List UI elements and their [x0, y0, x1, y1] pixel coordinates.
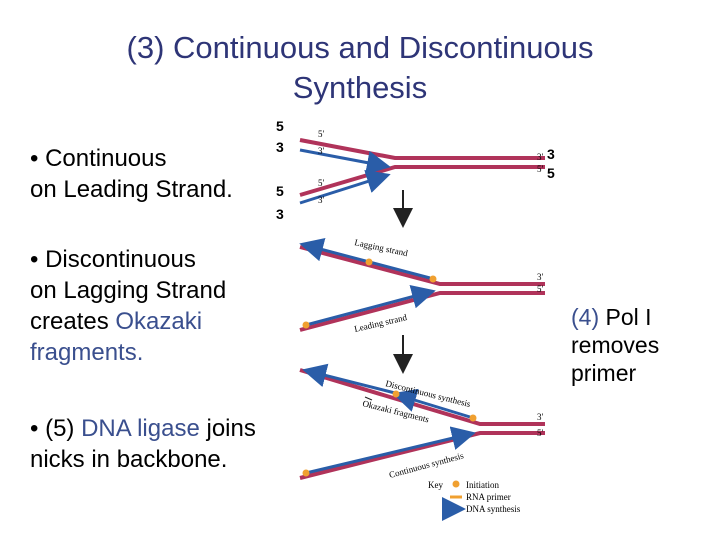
end-label-right-3: 3′ [537, 152, 544, 162]
end-label-mid-3: 3′ [537, 272, 544, 282]
key-rna-primer-label: RNA primer [466, 492, 511, 502]
dna-ligase-term: DNA ligase [81, 415, 200, 442]
end-label-top-3: 3′ [318, 146, 325, 156]
initiation-dot [452, 480, 460, 488]
parent-strand-top [299, 138, 545, 160]
key-initiation-label: Initiation [466, 480, 499, 490]
primer-lagging-2 [365, 258, 373, 266]
bullet-continuous-line-1: • Continuous [30, 145, 167, 172]
fork-panel-2: Lagging strand Leading strand 3′ 5′ [299, 237, 545, 334]
end-label-mid-5: 5′ [537, 284, 544, 294]
bullet-continuous-line-2: on Leading Strand. [30, 176, 233, 203]
end-label-bottom-5: 5′ [318, 178, 325, 188]
slide-title: (3) Continuous and Discontinuous Synthes… [0, 28, 720, 108]
bullet-discontinuous-line-2: on Lagging Strand [30, 277, 227, 304]
bullet-continuous: • Continuous on Leading Strand. [30, 143, 233, 205]
primer-leading [302, 321, 310, 329]
parent-strand-top-3 [299, 368, 545, 426]
strand-num-top-5: 5 [276, 118, 284, 134]
end-label-right-5: 5′ [537, 164, 544, 174]
new-strand-top [299, 148, 391, 175]
parent-strand-bottom-3 [299, 431, 545, 480]
parent-strand-bottom [299, 165, 545, 197]
fork-panel-1: 5′ 3′ 5′ 3′ 3′ 5′ [299, 129, 545, 205]
strand-num-top-3: 3 [276, 139, 284, 155]
primer-okazaki-1 [469, 414, 477, 422]
end-label-bottom-3: 3′ [318, 195, 325, 205]
strand-num-bottom-3: 3 [276, 206, 284, 222]
bullet-discontinuous-line-3: creates Okazaki [30, 306, 226, 337]
end-label-bottom-right-3: 3′ [537, 412, 544, 422]
title-line-2: Synthesis [292, 70, 428, 105]
key-dna-synthesis-label: DNA synthesis [466, 504, 521, 514]
title-line-1: (3) Continuous and Discontinuous [126, 30, 594, 65]
creates-text: creates [30, 308, 116, 335]
continuous-strand-line [305, 426, 476, 475]
joins-text: joins [199, 415, 256, 442]
parent-strand-top-2 [299, 245, 545, 286]
strand-num-bottom-5: 5 [276, 183, 284, 199]
okazaki-fragment-2 [302, 363, 396, 395]
bullet-ligase-line-1: • (5) DNA ligase joins [30, 413, 256, 444]
label-lagging-strand: Lagging strand [354, 237, 410, 258]
key-title: Key [428, 480, 443, 490]
primer-continuous [302, 469, 310, 477]
okazaki-fragment-1 [392, 388, 471, 419]
leading-strand-line [305, 285, 436, 327]
step-4-label: (4) [571, 304, 606, 330]
new-strand-bottom [299, 170, 391, 205]
okazaki-pointer [364, 396, 373, 401]
end-label-bottom-right-5: 5′ [537, 428, 544, 438]
end-label-top-5: 5′ [318, 129, 325, 139]
bullet-ligase-prefix: • (5) [30, 415, 82, 442]
primer-lagging [429, 275, 437, 283]
bullet-ligase-line-2: nicks in backbone. [30, 446, 228, 473]
okazaki-term: Okazaki [115, 308, 203, 335]
bullet-discontinuous: • Discontinuous on Lagging Strand create… [30, 244, 226, 368]
pol-i-note: (4) Pol I removes primer [571, 303, 659, 387]
pol-i-term: Pol I [605, 304, 652, 330]
bullet-discontinuous-line-1: • Discontinuous [30, 246, 196, 273]
strand-num-right-3: 3 [547, 146, 555, 162]
strand-num-right-5: 5 [547, 165, 555, 181]
bullet-ligase: • (5) DNA ligase joins nicks in backbone… [30, 413, 256, 475]
bullet-discontinuous-line-4: fragments. [30, 339, 144, 366]
primer-okazaki-2 [392, 390, 400, 398]
fork-panel-3: Discontinuous synthesis Okazaki fragment… [299, 363, 545, 480]
pol-i-note-line-1: (4) Pol I [571, 303, 659, 331]
parent-strand-bottom-2 [299, 291, 545, 332]
pol-i-note-line-2: removes [571, 332, 660, 358]
legend-key: Key Initiation RNA primer DNA synthesis [428, 480, 521, 521]
pol-i-note-line-3: primer [571, 360, 637, 386]
